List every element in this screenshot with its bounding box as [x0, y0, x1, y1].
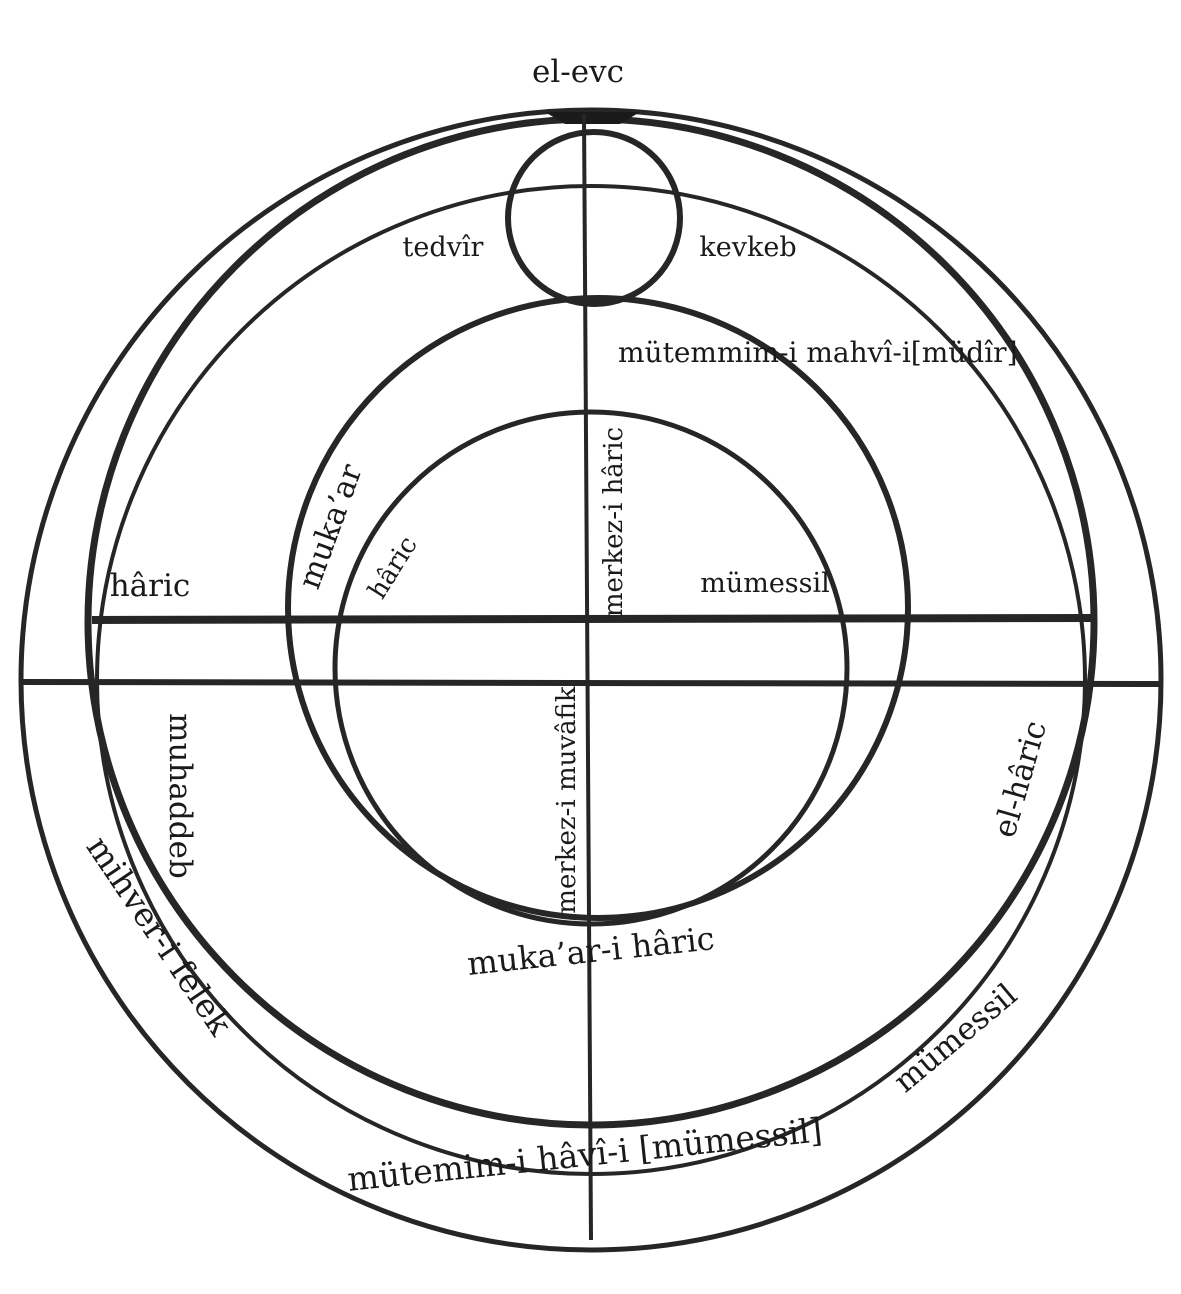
outer-circle: [18, 107, 1164, 1253]
label-kevkeb: kevkeb: [699, 232, 796, 263]
haric-horizontal-line: [91, 614, 1093, 624]
inner-circle: [332, 409, 850, 927]
label-tedvir: tedvîr: [403, 232, 484, 263]
label-merkez-muvafik: merkez-i muvâfik: [552, 686, 582, 914]
label-el-haric: el-hâric: [987, 717, 1054, 842]
apogee-mark: [545, 112, 640, 124]
label-el-evc: el-evc: [532, 54, 624, 90]
label-haric-inner: hâric: [363, 531, 424, 604]
label-muhaddeb: muhaddeb: [162, 713, 198, 879]
label-merkez-haric: merkez-i hâric: [599, 427, 629, 617]
label-mumessil-inner: mümessil: [700, 568, 830, 599]
label-mutemmim-mahvi: mütemmim-i mahvî-i[müdîr]: [618, 336, 1018, 369]
vertical-axis: [582, 113, 593, 1241]
label-mukaar: muka’ar: [291, 459, 369, 593]
middle-circle: [285, 295, 911, 921]
epicycle-circle: [505, 129, 683, 307]
main-horizontal-line: [21, 679, 1161, 687]
label-mumessil-outer: mümessil: [887, 977, 1024, 1100]
label-mihver-felek: mihver-i felek: [79, 829, 241, 1043]
label-haric-left: hâric: [110, 568, 191, 604]
